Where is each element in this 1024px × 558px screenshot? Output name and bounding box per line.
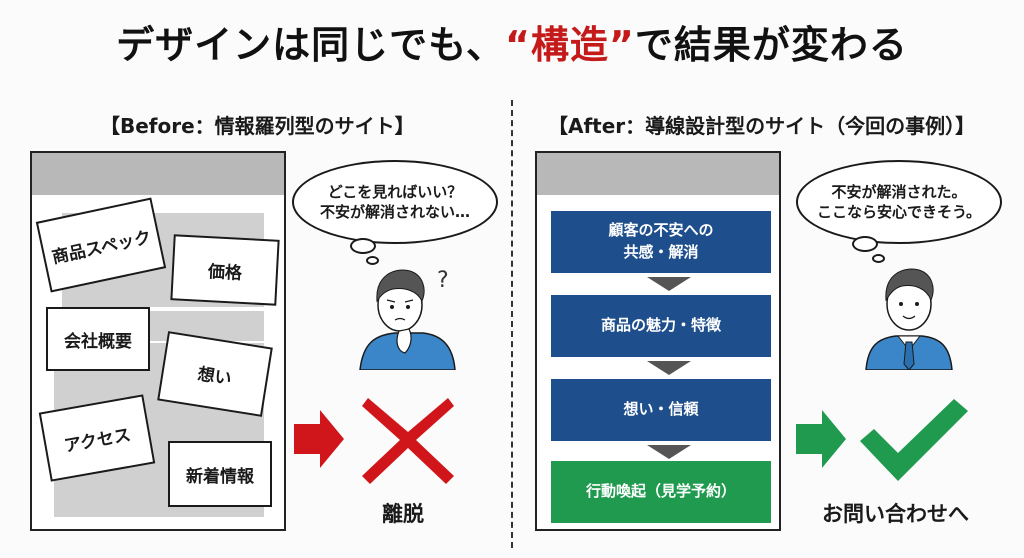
before-site-mockup: 商品スペック 価格 会社概要 想い アクセス 新着情報: [30, 151, 286, 531]
thought-dot: [350, 238, 376, 254]
before-section-label: 【Before：情報羅列型のサイト】: [100, 114, 415, 138]
info-card: 価格: [170, 234, 280, 306]
title-accent: “構造”: [504, 23, 635, 67]
info-card: 新着情報: [168, 441, 272, 507]
flow-step-features: 商品の魅力・特徴: [551, 295, 771, 357]
page-title: デザインは同じでも、“構造”で結果が変わる: [0, 14, 1024, 69]
arrow-right-icon: [796, 410, 846, 468]
section-divider: [511, 100, 513, 548]
result-label-inquiry: お問い合わせへ: [822, 502, 969, 526]
flow-down-arrow-icon: [647, 277, 691, 291]
info-card: 会社概要: [46, 307, 150, 371]
after-site-mockup: 顧客の不安への 共感・解消 商品の魅力・特徴 想い・信頼 行動喚起（見学予約）: [535, 151, 781, 531]
check-icon: [860, 399, 968, 481]
result-label-bounce: 離脱: [382, 502, 424, 526]
flow-down-arrow-icon: [647, 445, 691, 459]
thought-dot: [366, 256, 379, 265]
confused-person-icon: ?: [359, 268, 456, 370]
mockup-header-bar: [32, 153, 284, 195]
mockup-header-bar: [537, 153, 779, 195]
after-section-label: 【After：導線設計型のサイト（今回の事例）】: [548, 114, 976, 138]
svg-text:?: ?: [437, 268, 449, 293]
thought-dot: [852, 236, 878, 252]
flow-step-trust: 想い・信頼: [551, 379, 771, 441]
happy-person-icon: [865, 268, 953, 370]
title-suffix: で結果が変わる: [634, 23, 908, 67]
flow-step-empathy: 顧客の不安への 共感・解消: [551, 211, 771, 273]
title-prefix: デザインは同じでも、: [116, 23, 505, 67]
flow-down-arrow-icon: [647, 361, 691, 375]
cross-icon: [362, 398, 454, 484]
thought-bubble-relieved: 不安が解消された。 ここなら安心できそう。: [796, 160, 1002, 244]
arrow-right-icon: [294, 410, 344, 468]
flow-step-call-to-action: 行動喚起（見学予約）: [551, 461, 771, 523]
thought-bubble-confused: どこを見ればいい？ 不安が解消されない…: [292, 160, 498, 244]
thought-dot: [872, 254, 885, 263]
